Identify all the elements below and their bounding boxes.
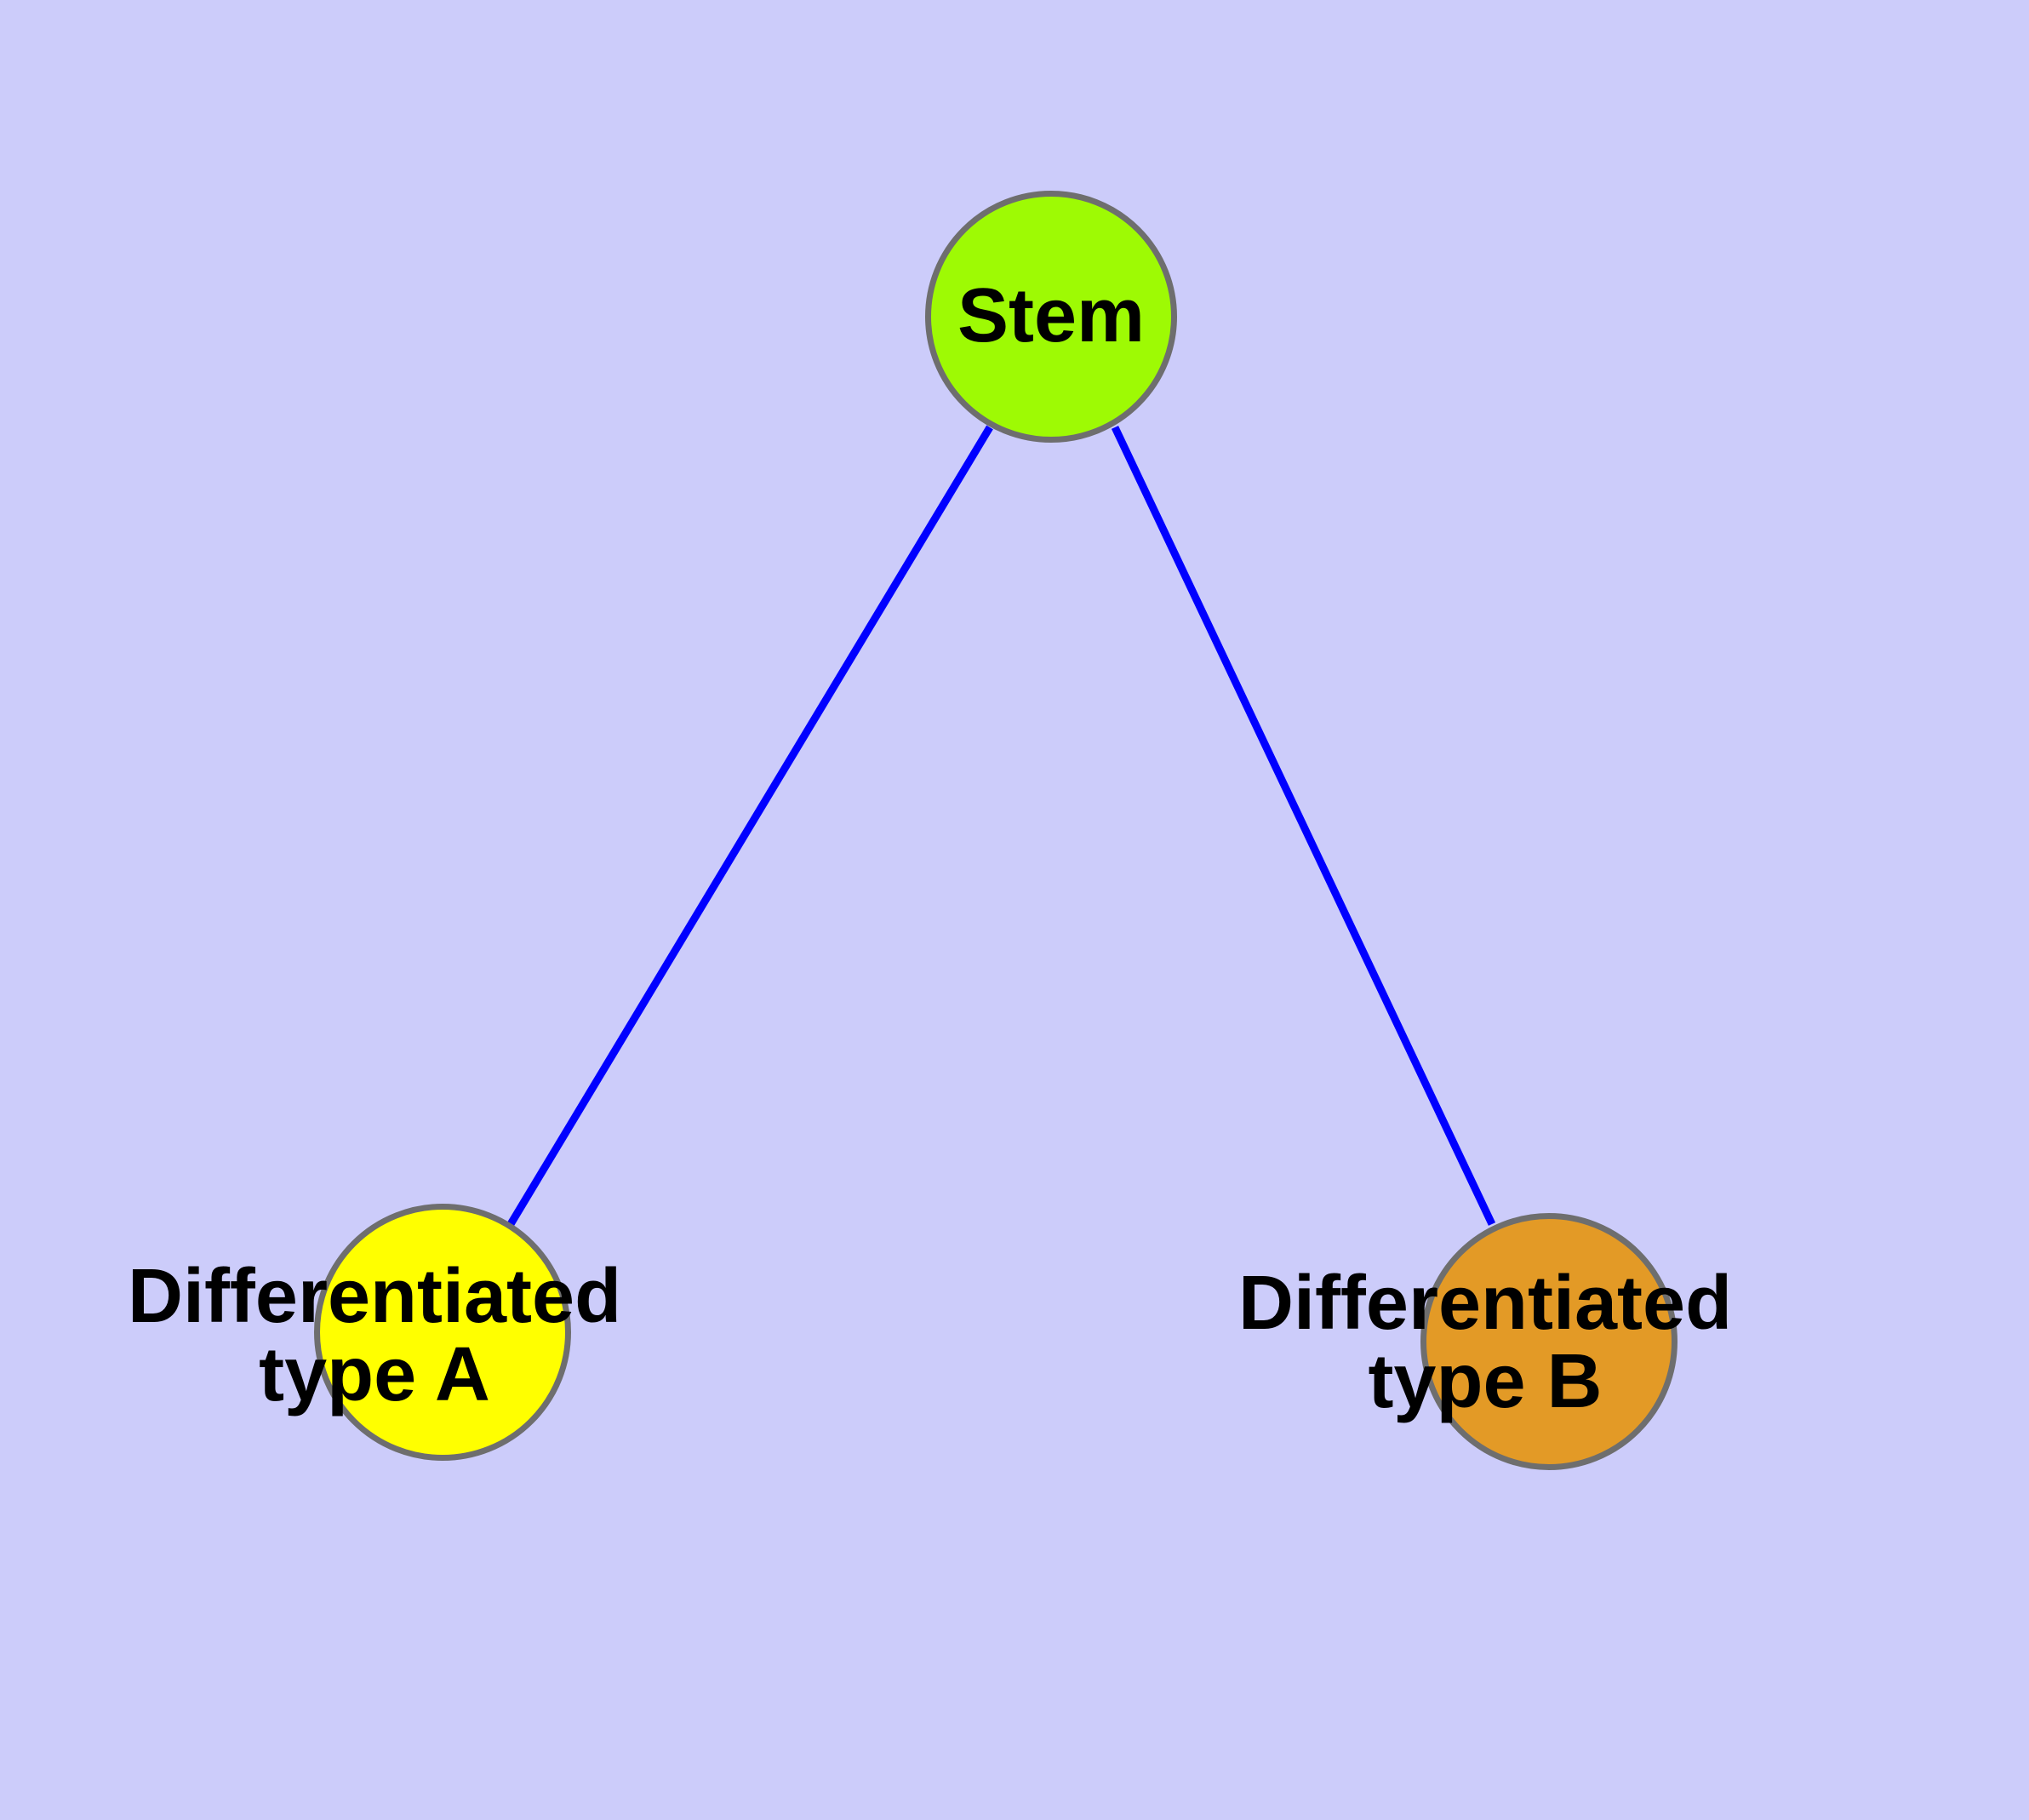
- edge-stem-to-diff-a[interactable]: [507, 425, 993, 1227]
- node-circle-diff-b[interactable]: [1420, 1213, 1677, 1470]
- node-circle-diff-a[interactable]: [314, 1204, 571, 1461]
- node-layer: [314, 191, 1677, 1470]
- edge-stem-to-diff-b[interactable]: [1111, 426, 1496, 1226]
- edge-layer: [507, 425, 1496, 1227]
- node-circle-stem[interactable]: [925, 191, 1177, 443]
